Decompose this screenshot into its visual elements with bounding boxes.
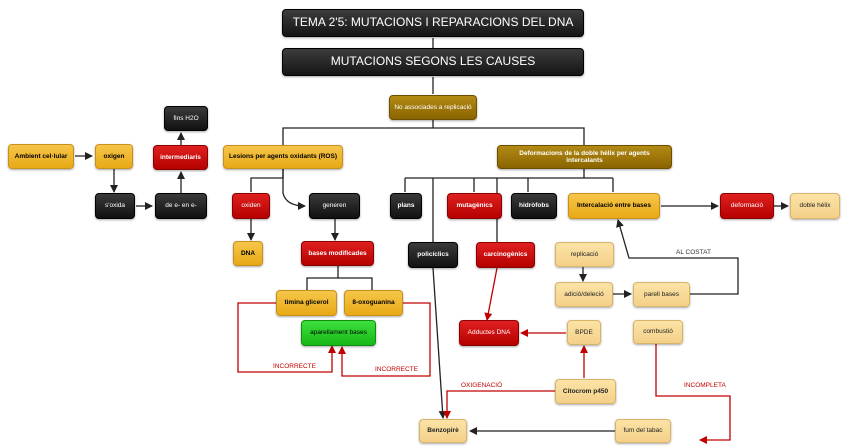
node-adductes-dna[interactable]: Adductes DNA <box>459 320 519 346</box>
node-fins-h2o[interactable]: fins H2O <box>164 106 208 131</box>
node-adicio-delecio[interactable]: adició/deleció <box>555 282 613 307</box>
node-benzopire[interactable]: Benzopirè <box>419 419 467 443</box>
label-oxigenacio: OXIGENACIÓ <box>461 382 503 389</box>
node-8-oxoguanina[interactable]: 8-oxoguanina <box>344 290 403 316</box>
node-intermediaris[interactable]: intermediaris <box>153 145 208 170</box>
node-bpde[interactable]: BPDE <box>567 320 601 345</box>
node-deformacions[interactable]: Deformacions de la doble hèlix per agent… <box>497 145 672 169</box>
node-mutagenics[interactable]: mutagènics <box>447 193 502 219</box>
node-lesions-ros[interactable]: Lesions per agents oxidants (ROS) <box>223 145 343 169</box>
label-incorrecte-2: INCORRECTE <box>375 366 418 373</box>
page-subtitle: MUTACIONS SEGONS LES CAUSES <box>282 48 584 76</box>
page-title: TEMA 2'5: MUTACIONS I REPARACIONS DEL DN… <box>282 9 584 37</box>
node-no-associades[interactable]: No associades a replicació <box>389 95 477 120</box>
node-intercalacio-bases[interactable]: Intercalació entre bases <box>568 193 660 219</box>
node-doble-helix[interactable]: doble hèlix <box>790 193 840 219</box>
label-incorrecte-1: INCORRECTE <box>273 363 316 370</box>
node-timina-glicerol[interactable]: timina glicerol <box>276 290 337 316</box>
node-combustio[interactable]: combustió <box>633 320 683 344</box>
node-replicacio[interactable]: replicació <box>555 242 614 267</box>
node-de-e-en-e[interactable]: de e- en e- <box>155 193 207 219</box>
node-ambient-cellular[interactable]: Ambient cel·lular <box>8 144 74 169</box>
node-parell-bases[interactable]: parell bases <box>633 282 690 307</box>
node-plans[interactable]: plans <box>390 193 422 219</box>
node-oxigen[interactable]: oxigen <box>95 144 133 169</box>
label-incompleta: INCOMPLETA <box>684 382 726 389</box>
node-bases-modificades[interactable]: bases modificades <box>301 241 374 266</box>
node-aparellament-bases[interactable]: aparellament bases <box>301 320 376 346</box>
node-dna[interactable]: DNA <box>233 241 263 266</box>
node-citocrom-p450[interactable]: Citocrom p450 <box>555 379 616 404</box>
node-fum-del-tabac[interactable]: fum del tabac <box>615 419 671 443</box>
label-al-costat: AL COSTAT <box>676 249 711 256</box>
node-policiclics[interactable]: policíclics <box>408 242 458 268</box>
node-generen[interactable]: generen <box>309 193 360 219</box>
node-soxida[interactable]: s'oxida <box>95 193 135 219</box>
node-hidrofobs[interactable]: hidròfobs <box>511 193 557 219</box>
node-oxiden[interactable]: oxiden <box>232 193 270 219</box>
node-carcinogenics[interactable]: carcinogènics <box>476 242 535 268</box>
node-deformacio[interactable]: deformació <box>720 193 774 219</box>
